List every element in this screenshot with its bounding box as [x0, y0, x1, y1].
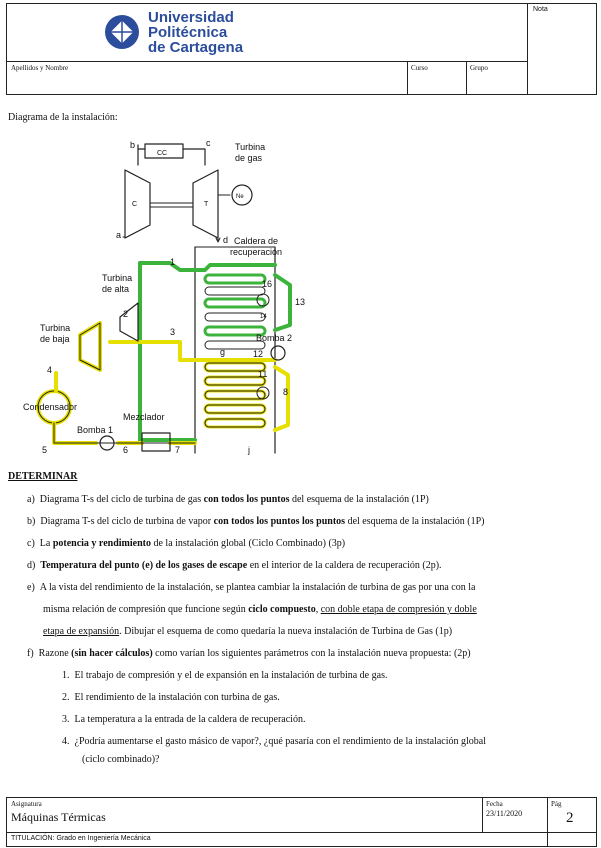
label-turbina-gas-1: Turbina [235, 142, 265, 152]
lp-steam-line [108, 340, 277, 362]
gas-pipe-b [137, 144, 146, 166]
header-divider [6, 61, 528, 62]
pag-value: 2 [566, 810, 574, 826]
item-e-line2: misma relación de compresión que funcion… [43, 604, 477, 615]
pump-2 [270, 345, 286, 361]
curso-label: Curso [411, 64, 428, 72]
label-p14: 14 [260, 314, 267, 320]
pump-1 [99, 435, 115, 451]
footer-divider [6, 832, 597, 833]
sub-item-4-cont: (ciclo combinado)? [82, 754, 160, 765]
label-bomba2: Bomba 2 [256, 333, 292, 343]
shaft [149, 202, 194, 208]
item-b: b) Diagrama T-s del ciclo de turbina de … [27, 516, 485, 527]
mixer [141, 432, 171, 452]
label-p12: 12 [253, 349, 263, 359]
label-ne: Ne [236, 194, 244, 200]
grupo-label: Grupo [470, 64, 488, 72]
fecha-label: Fecha [486, 800, 503, 808]
university-name: Universidad Politécnica de Cartagena [148, 10, 243, 55]
item-f: f) Razone (sin hacer cálculos) como varí… [27, 648, 471, 659]
sub-item-2: 2. El rendimiento de la instalación con … [62, 692, 280, 703]
label-p1: 1 [170, 257, 175, 267]
label-turbina-baja-1: Turbina [40, 323, 70, 333]
sub-item-4: 4. ¿Podría aumentarse el gasto másico de… [62, 736, 487, 747]
asignatura-label: Asignatura [11, 800, 42, 808]
sub-item-1: 1. El trabajo de compresión y el de expa… [62, 670, 388, 681]
pump-lp [256, 386, 270, 400]
gas-pipe-c [182, 148, 206, 166]
label-p16: 16 [262, 279, 272, 289]
footer-vline-2 [547, 797, 548, 847]
label-caldera-1: Caldera de [234, 236, 278, 246]
label-turbina-gas-2: de gas [235, 153, 263, 163]
pump-hp [256, 293, 270, 307]
pag-label: Pág [551, 800, 562, 808]
label-a: a [116, 230, 121, 240]
label-p11: 11 [258, 369, 267, 379]
label-turbina-alta-1: Turbina [102, 273, 132, 283]
label-mezclador: Mezclador [123, 412, 165, 422]
titulacion: TITULACIÓN: Grado en Ingeniería Mecánica [11, 835, 151, 842]
label-g: g [220, 347, 225, 357]
grupo-box [466, 61, 528, 95]
item-e: e) A la vista del rendimiento de la inst… [27, 582, 476, 593]
label-p13: 13 [295, 297, 305, 307]
nota-label: Nota [533, 6, 548, 13]
university-logo-icon [104, 12, 140, 52]
university-line1: Universidad [148, 9, 234, 26]
fecha-value: 23/11/2020 [486, 809, 523, 818]
item-c: c) La potencia y rendimiento de la insta… [27, 538, 346, 549]
air-inlet [122, 224, 126, 238]
nota-box [527, 3, 597, 95]
label-p2: 2 [123, 309, 128, 319]
apellidos-label: Apellidos y Nombre [11, 64, 69, 72]
label-p3: 3 [170, 327, 175, 337]
lp-turbine [78, 321, 102, 372]
compressor [124, 169, 151, 239]
university-line3: de Cartagena [148, 39, 244, 56]
hrsg-casing [194, 246, 276, 454]
lp-return [273, 365, 290, 432]
installation-diagram: CC b c C T Ne Turbina de gas a d Caldera… [23, 138, 305, 455]
label-turbina-baja-2: de baja [40, 334, 70, 344]
footer-vline-1 [482, 797, 483, 832]
exhaust-pipe [215, 224, 221, 243]
label-j: j [247, 445, 250, 455]
label-turbina-alta-2: de alta [102, 284, 129, 294]
label-p5: 5 [42, 445, 47, 455]
label-d: d [223, 235, 228, 245]
label-c-point: c [206, 138, 211, 148]
combustion-chamber [144, 143, 184, 159]
label-p8: 8 [283, 387, 288, 397]
hp-coil-right [273, 273, 292, 332]
label-cc: CC [157, 150, 167, 157]
label-p7: 7 [175, 445, 180, 455]
item-e-line3: etapa de expansión. Dibujar el esquema d… [43, 626, 453, 637]
asignatura-value: Máquinas Térmicas [11, 810, 106, 824]
generator [231, 184, 253, 206]
label-compressor: C [132, 201, 137, 208]
section-title: Diagrama de la instalación: [8, 112, 118, 123]
sub-item-3: 3. La temperatura a la entrada de la cal… [62, 714, 306, 725]
item-d: d) Temperatura del punto (e) de los gase… [27, 560, 442, 571]
label-bomba1: Bomba 1 [77, 425, 113, 435]
hp-steam-line [138, 261, 277, 272]
item-a: a) Diagrama T-s del ciclo de turbina de … [27, 494, 429, 505]
label-b: b [130, 140, 135, 150]
determinar-heading: DETERMINAR [8, 471, 78, 482]
label-caldera-2: recuperación [230, 247, 282, 257]
label-turbine: T [204, 201, 209, 208]
footer-frame [6, 797, 597, 847]
label-p4: 4 [47, 365, 52, 375]
university-line2: Politécnica [148, 24, 228, 41]
label-p6: 6 [123, 445, 128, 455]
label-condensador: Condensador [23, 402, 77, 412]
hp-turbine [119, 302, 139, 342]
